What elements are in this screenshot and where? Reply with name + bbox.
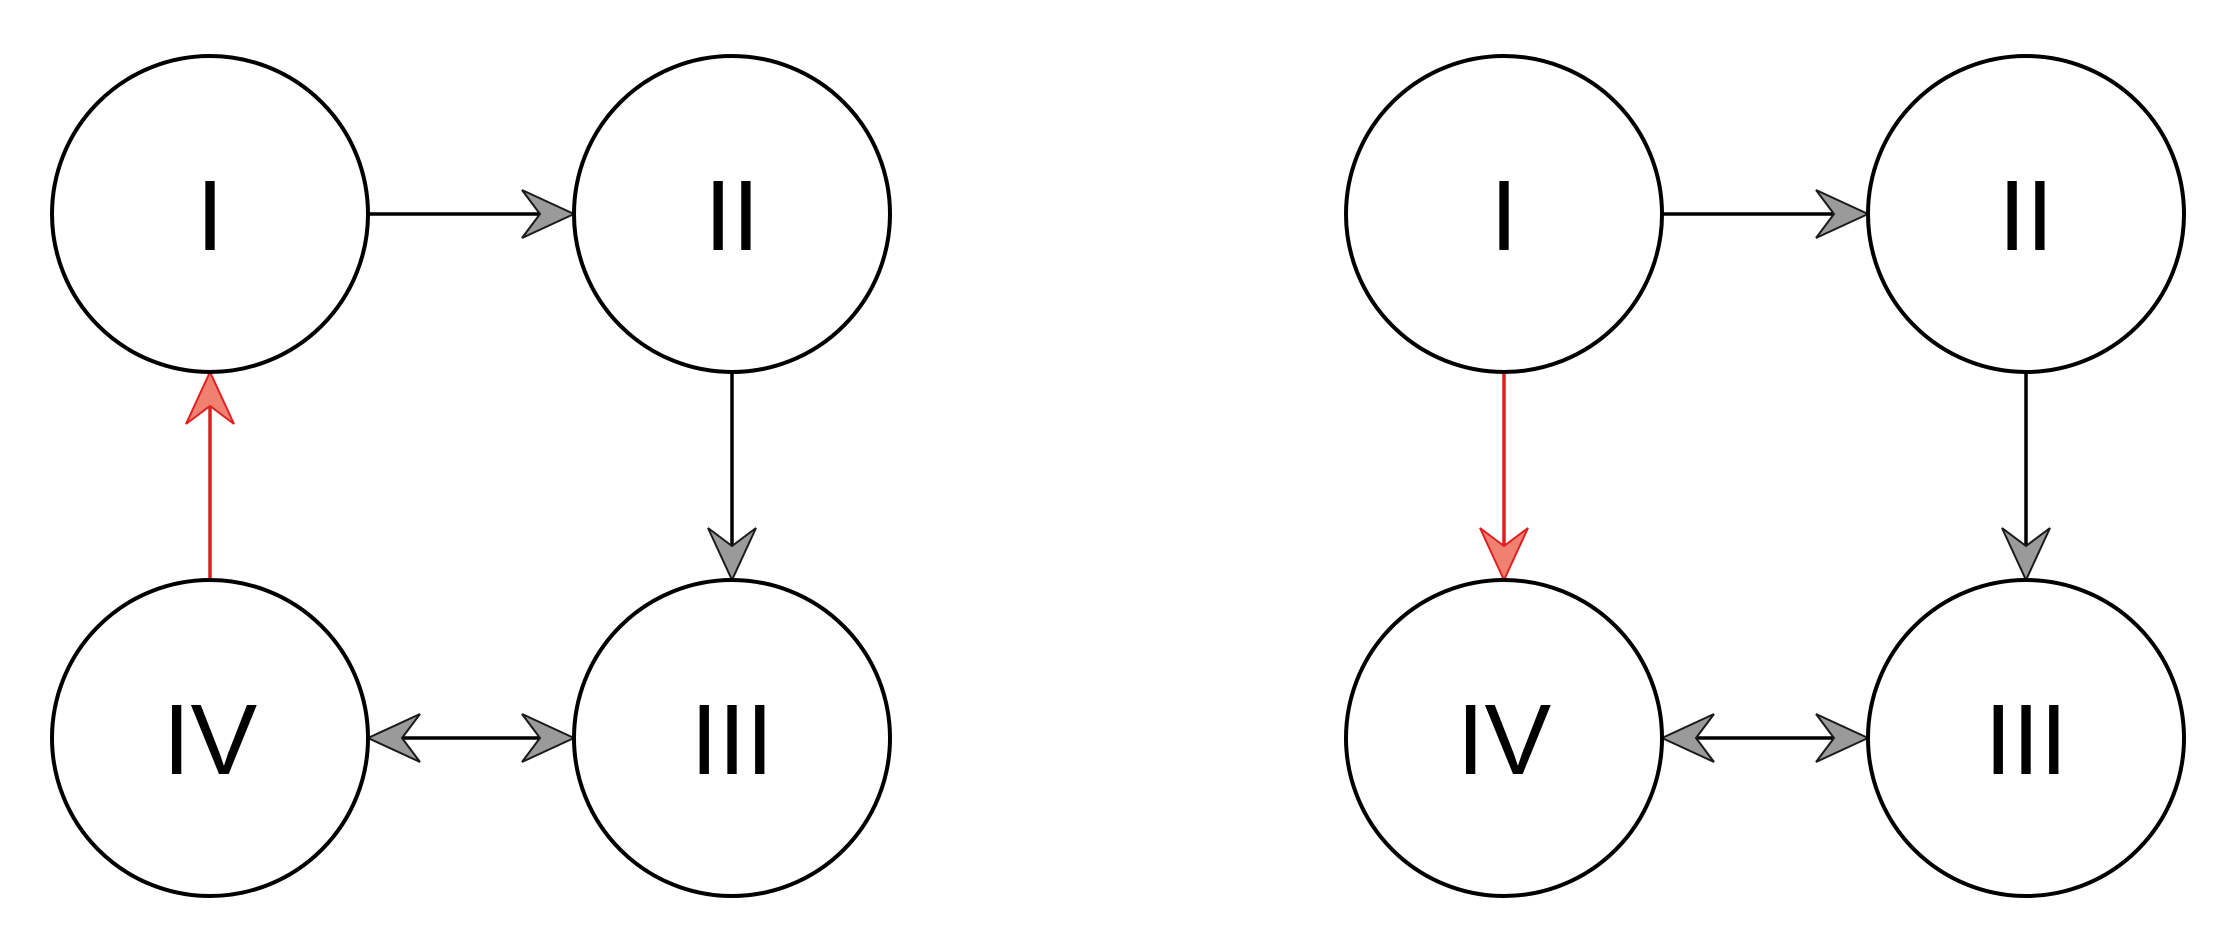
node-i: I — [50, 54, 370, 374]
edge-iv-iii-arrowhead-reverse — [365, 713, 421, 763]
edge-i-ii-arrowhead — [1815, 189, 1871, 239]
node-iii-label: III — [1984, 684, 2067, 796]
edge-iv-i-arrowhead — [185, 369, 235, 425]
node-ii-label: II — [1998, 160, 2054, 272]
edge-iv-iii-arrowhead — [1815, 713, 1871, 763]
edge-iv-iii-arrowhead-reverse — [1659, 713, 1715, 763]
node-ii-circle — [1866, 54, 2186, 374]
node-ii-circle — [572, 54, 892, 374]
edge-ii-iii — [707, 372, 757, 583]
node-iv: IV — [1344, 578, 1664, 898]
edge-iv-iii — [1659, 713, 1871, 763]
node-i: I — [1344, 54, 1664, 374]
node-iii-circle — [572, 578, 892, 898]
edge-ii-iii-arrowhead — [707, 527, 757, 583]
node-iii: III — [1866, 578, 2186, 898]
node-iv: IV — [50, 578, 370, 898]
node-ii-label: II — [704, 160, 760, 272]
edge-i-iv-highlighted — [1479, 372, 1529, 583]
node-iii-circle — [1866, 578, 2186, 898]
node-i-circle — [1344, 54, 1664, 374]
node-iv-label: IV — [163, 684, 258, 796]
edge-i-iv-arrowhead — [1479, 527, 1529, 583]
node-iv-circle — [1344, 578, 1664, 898]
node-iii-label: III — [690, 684, 773, 796]
node-ii: II — [1866, 54, 2186, 374]
node-ii: II — [572, 54, 892, 374]
edge-iv-iii-arrowhead — [521, 713, 577, 763]
edge-iv-i-highlighted — [185, 369, 235, 580]
edge-i-ii — [368, 189, 577, 239]
node-i-label: I — [1490, 160, 1518, 272]
node-iv-circle — [50, 578, 370, 898]
node-iii: III — [572, 578, 892, 898]
node-i-label: I — [196, 160, 224, 272]
node-iv-label: IV — [1457, 684, 1552, 796]
node-i-circle — [50, 54, 370, 374]
edge-ii-iii — [2001, 372, 2051, 583]
edge-iv-iii — [365, 713, 577, 763]
edge-i-ii-arrowhead — [521, 189, 577, 239]
edge-i-ii — [1662, 189, 1871, 239]
edge-ii-iii-arrowhead — [2001, 527, 2051, 583]
